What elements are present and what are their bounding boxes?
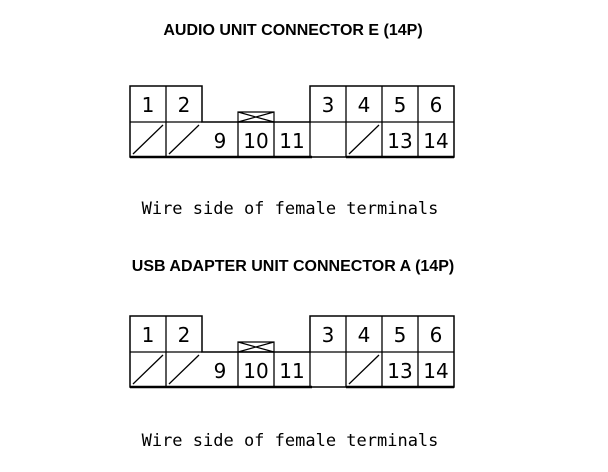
pin-5: 5 — [394, 323, 407, 347]
pin-3: 3 — [322, 323, 335, 347]
empty-cavity-7-icon — [132, 354, 164, 385]
pin-1: 1 — [142, 323, 155, 347]
pin-13: 13 — [387, 129, 412, 153]
pin-14: 14 — [423, 359, 448, 383]
connector-caption: Wire side of female terminals — [142, 199, 439, 219]
pin-14: 14 — [423, 129, 448, 153]
pin-9: 9 — [214, 129, 227, 153]
pin-5: 5 — [394, 93, 407, 117]
connector-diagram: 1 2 3 4 5 6 9 10 11 13 14 — [129, 315, 455, 389]
empty-cavity-12-icon — [348, 124, 380, 155]
connector-title: USB ADAPTER UNIT CONNECTOR A (14P) — [132, 258, 454, 275]
pin-3: 3 — [322, 93, 335, 117]
empty-cavity-8-icon — [168, 354, 200, 385]
connector-caption: Wire side of female terminals — [142, 431, 439, 451]
lock-tab-icon — [237, 111, 275, 123]
pin-10: 10 — [243, 129, 268, 153]
pin-10: 10 — [243, 359, 268, 383]
connector-audio-unit-e: AUDIO UNIT CONNECTOR E (14P) — [129, 22, 455, 219]
connector-diagram: 1 2 3 4 5 6 9 10 11 13 14 — [129, 85, 455, 159]
pin-11: 11 — [279, 129, 304, 153]
pin-1: 1 — [142, 93, 155, 117]
empty-cavity-12-icon — [348, 354, 380, 385]
connector-title: AUDIO UNIT CONNECTOR E (14P) — [163, 22, 422, 39]
pin-6: 6 — [430, 93, 443, 117]
pin-13: 13 — [387, 359, 412, 383]
lock-tab-icon — [237, 341, 275, 353]
pin-4: 4 — [358, 93, 371, 117]
pin-2: 2 — [178, 93, 191, 117]
pin-6: 6 — [430, 323, 443, 347]
connector-usb-adapter-a: USB ADAPTER UNIT CONNECTOR A (14P) 1 2 3… — [129, 258, 455, 451]
pin-11: 11 — [279, 359, 304, 383]
empty-cavity-7-icon — [132, 124, 164, 155]
pin-9: 9 — [214, 359, 227, 383]
pin-2: 2 — [178, 323, 191, 347]
pin-4: 4 — [358, 323, 371, 347]
empty-cavity-8-icon — [168, 124, 200, 155]
